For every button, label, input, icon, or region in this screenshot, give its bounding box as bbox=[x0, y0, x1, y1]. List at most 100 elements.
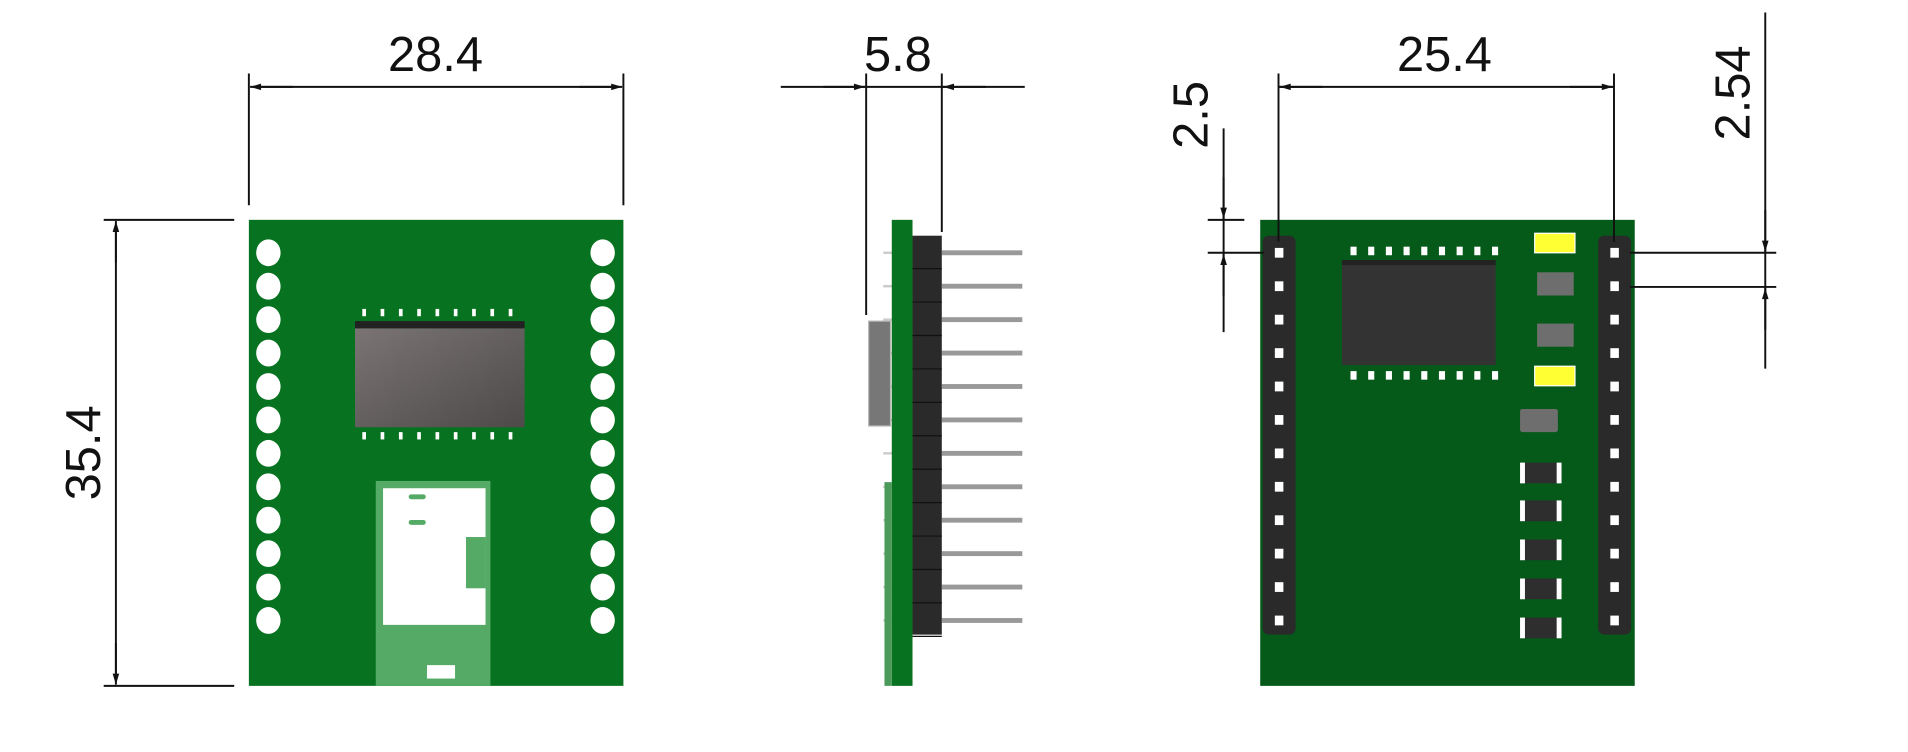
pin-square bbox=[1274, 515, 1284, 526]
chip-pad bbox=[380, 308, 385, 317]
through-hole bbox=[256, 239, 281, 267]
chip-pads bbox=[362, 308, 513, 440]
ic-pad bbox=[1368, 246, 1375, 256]
pin-square bbox=[1274, 314, 1284, 325]
module-mark bbox=[408, 494, 426, 500]
chip-pad bbox=[490, 432, 495, 440]
header-pin bbox=[941, 417, 1023, 423]
chip-pad bbox=[362, 432, 366, 440]
front-view bbox=[248, 219, 624, 686]
ic-pads bbox=[1350, 246, 1499, 380]
ic-pad bbox=[1438, 246, 1446, 256]
microcontroller-chip bbox=[355, 328, 525, 428]
resistor bbox=[1520, 500, 1562, 522]
chip-pad bbox=[398, 432, 403, 440]
header-pin bbox=[941, 618, 1023, 623]
pin-square bbox=[1274, 481, 1284, 492]
ic-pad bbox=[1421, 371, 1428, 380]
ic-pad bbox=[1456, 246, 1463, 256]
resistor-terminal bbox=[1520, 462, 1525, 484]
chip-pad bbox=[380, 432, 385, 440]
pin-square bbox=[1274, 615, 1284, 626]
through-hole bbox=[256, 373, 281, 400]
pin-square bbox=[1610, 582, 1619, 592]
through-hole bbox=[590, 506, 615, 534]
pin-square bbox=[1274, 582, 1284, 592]
header-segments bbox=[912, 268, 942, 637]
dim-label-width: 28.4 bbox=[388, 28, 483, 82]
through-hole bbox=[590, 239, 615, 267]
through-holes bbox=[256, 239, 615, 634]
module-notch bbox=[466, 537, 486, 589]
chip-pad bbox=[472, 308, 476, 317]
through-hole bbox=[256, 406, 281, 434]
through-hole bbox=[256, 607, 281, 634]
side-view bbox=[867, 219, 1023, 686]
usb-connector bbox=[867, 320, 892, 427]
pin-square bbox=[1610, 548, 1619, 559]
resistor bbox=[1520, 578, 1562, 600]
through-hole bbox=[590, 373, 615, 400]
pin-square bbox=[1610, 515, 1619, 526]
chip-pad bbox=[508, 432, 513, 440]
through-hole bbox=[256, 506, 281, 534]
dimension-row-spacing: 25.4 bbox=[1277, 28, 1615, 242]
header-pin bbox=[941, 517, 1023, 523]
pin-square bbox=[1274, 348, 1284, 358]
header-pin-stub bbox=[883, 284, 894, 288]
smd-component bbox=[1537, 323, 1574, 347]
header-pin bbox=[941, 250, 1023, 256]
pin-square bbox=[1610, 615, 1619, 626]
back-view bbox=[1260, 219, 1635, 686]
led-1 bbox=[1534, 232, 1576, 254]
pin-square bbox=[1610, 348, 1619, 358]
ic-pad bbox=[1368, 371, 1375, 380]
pin-square bbox=[1274, 448, 1284, 459]
dimension-edge-to-pin: 2.5 bbox=[1165, 81, 1264, 333]
pin-square bbox=[1274, 247, 1284, 258]
chip-pad bbox=[490, 308, 495, 317]
ic-pad bbox=[1421, 246, 1428, 256]
pin-square bbox=[1274, 548, 1284, 559]
through-hole bbox=[590, 339, 615, 367]
resistor-terminal bbox=[1556, 539, 1562, 561]
through-hole bbox=[256, 306, 281, 334]
header-pin bbox=[941, 317, 1023, 323]
chip-pad bbox=[508, 308, 513, 317]
resistor bbox=[1520, 617, 1562, 639]
resistor-terminal bbox=[1556, 500, 1562, 522]
chip-pad bbox=[362, 308, 366, 317]
resistors bbox=[1520, 462, 1562, 639]
smd-component bbox=[1520, 408, 1558, 433]
ic-pad bbox=[1491, 246, 1499, 256]
ic-pad bbox=[1474, 371, 1481, 380]
chip-pad bbox=[417, 308, 421, 317]
header-pin bbox=[941, 484, 1023, 490]
chip-pad bbox=[398, 308, 403, 317]
through-hole bbox=[590, 473, 615, 501]
through-hole bbox=[256, 439, 281, 467]
through-hole bbox=[256, 339, 281, 367]
module-edge bbox=[884, 482, 892, 686]
header-pin-stub bbox=[883, 452, 894, 455]
dim-label-pin-pitch: 2.54 bbox=[1706, 45, 1760, 140]
header-pin bbox=[941, 384, 1023, 389]
pin-square bbox=[1610, 281, 1619, 292]
ic-pad bbox=[1403, 371, 1410, 380]
ic-pad bbox=[1456, 371, 1463, 380]
resistor bbox=[1520, 539, 1562, 561]
header-pin bbox=[941, 283, 1023, 289]
chip-pad bbox=[472, 432, 476, 440]
resistor-terminal bbox=[1520, 617, 1525, 639]
dim-label-height: 35.4 bbox=[57, 405, 111, 500]
ic-pad bbox=[1438, 371, 1446, 380]
through-hole bbox=[590, 439, 615, 467]
ic-pad bbox=[1385, 371, 1392, 380]
pin-square bbox=[1274, 281, 1284, 292]
chip-pad bbox=[453, 432, 458, 440]
resistor-terminal bbox=[1520, 500, 1525, 522]
header-pin bbox=[941, 584, 1023, 590]
through-hole bbox=[590, 406, 615, 434]
antenna-pad bbox=[426, 665, 456, 679]
header-left bbox=[1262, 235, 1296, 635]
